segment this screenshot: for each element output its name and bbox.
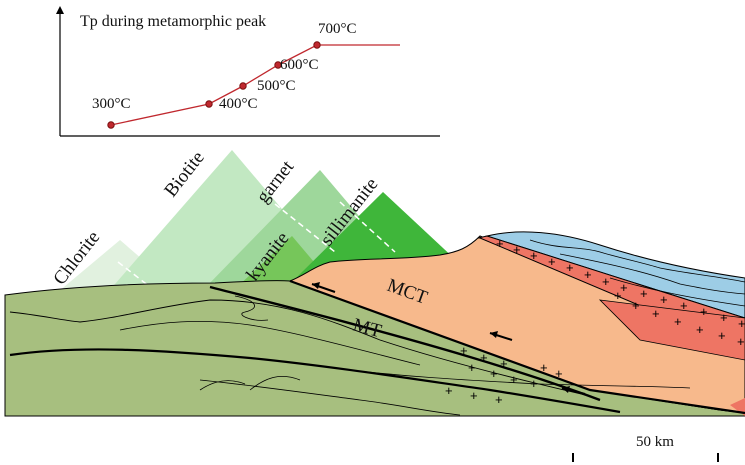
temperature-points: 300°C 400°C 500°C 600°C 700°C xyxy=(92,21,357,129)
sediment-layer-line xyxy=(559,253,745,295)
temperature-label: 400°C xyxy=(219,96,258,112)
temperature-inset: Tp during metamorphic peak 300°C 400°C 500… xyxy=(56,6,440,137)
cross-symbol: + xyxy=(530,248,538,263)
mt-fault xyxy=(209,285,601,402)
temperature-point xyxy=(205,100,213,108)
cross-symbol: + xyxy=(614,288,622,303)
cross-symbol: + xyxy=(674,314,682,329)
cross-symbol: + xyxy=(620,280,628,295)
cross-symbol: + xyxy=(737,334,745,349)
temperature-label: 500°C xyxy=(257,78,296,94)
cross-symbol: + xyxy=(566,260,574,275)
temperature-label: 600°C xyxy=(280,57,319,73)
cross-symbol: + xyxy=(496,236,504,251)
sediment-layer-line xyxy=(529,239,745,283)
fold-trace xyxy=(249,376,301,391)
temperature-point xyxy=(239,82,247,90)
cross-symbol: + xyxy=(652,306,660,321)
cross-symbol: + xyxy=(445,383,453,398)
temperature-label: 300°C xyxy=(92,96,131,112)
cross-symbol: + xyxy=(540,360,548,375)
fold-trace xyxy=(199,380,246,391)
cross-symbol: + xyxy=(718,328,726,343)
shear-arrow xyxy=(311,282,336,293)
shear-arrow xyxy=(561,386,586,395)
cross-symbol: + xyxy=(490,366,498,381)
metamorphic-zones xyxy=(58,150,458,292)
cross-symbol: + xyxy=(555,366,563,381)
cross-symbol: + xyxy=(738,316,745,331)
temperature-point xyxy=(274,61,282,69)
isograd-dashed xyxy=(339,201,396,253)
cross-symbol: + xyxy=(584,267,592,282)
sediment-layer-line xyxy=(609,277,745,307)
shear-arrow xyxy=(489,331,513,341)
cross-symbol: + xyxy=(460,343,468,358)
temperature-label: 700°C xyxy=(318,21,357,37)
cross-section: +++++++++++++++++++++++++++++++++ xyxy=(4,231,745,417)
cross-symbol: + xyxy=(548,254,556,269)
cross-symbol: + xyxy=(470,388,478,403)
cross-symbol: + xyxy=(720,310,728,325)
temperature-point xyxy=(107,121,115,129)
footwall-contact xyxy=(199,379,461,416)
cross-symbol: + xyxy=(468,360,476,375)
cross-symbol: + xyxy=(632,298,640,313)
sillimanite-zone xyxy=(296,192,458,278)
scale-label: 50 km xyxy=(636,434,674,450)
sediment-cover xyxy=(485,231,745,319)
cross-symbol: + xyxy=(696,322,704,337)
cross-symbol: + xyxy=(480,350,488,365)
cross-symbol: + xyxy=(640,286,648,301)
granite-lens xyxy=(598,299,745,361)
cross-symbol: + xyxy=(700,304,708,319)
cross-symbol: + xyxy=(680,298,688,313)
cross-symbol: + xyxy=(500,356,508,371)
temperature-point xyxy=(313,41,321,49)
fold-trace xyxy=(234,295,269,321)
granite-crosses: +++++++++++++++++++++++++++++++++ xyxy=(445,236,745,407)
cross-symbol: + xyxy=(513,242,521,257)
isograd-dashed xyxy=(117,261,155,291)
cross-symbol: + xyxy=(602,274,610,289)
cross-symbol: + xyxy=(495,392,503,407)
inset-title: Tp during metamorphic peak xyxy=(80,13,266,30)
scale-bar: 50 km xyxy=(572,434,719,462)
temperature-line xyxy=(110,44,400,126)
footwall-contact xyxy=(119,321,421,366)
footwall-contact xyxy=(319,365,691,389)
mct-fault xyxy=(289,279,745,415)
cross-symbol: + xyxy=(660,292,668,307)
cross-symbol: + xyxy=(510,372,518,387)
isograd-dashed xyxy=(274,203,336,253)
